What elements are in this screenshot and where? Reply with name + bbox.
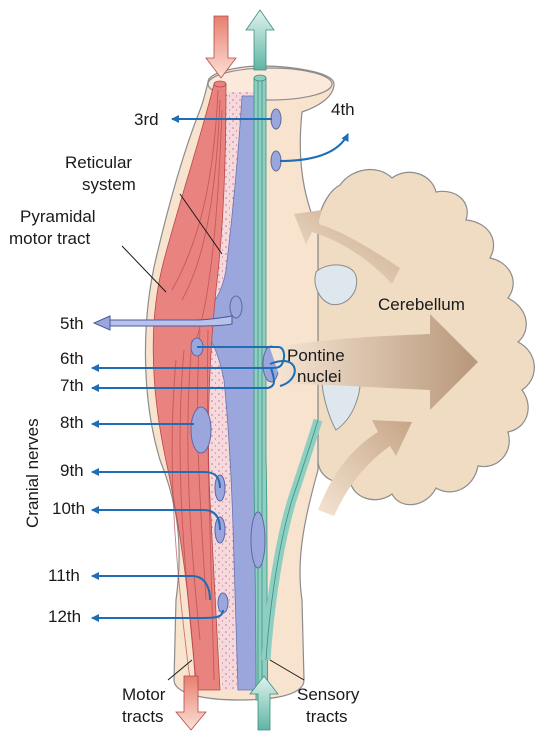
label-12th: 12th xyxy=(48,607,81,626)
label-3rd: 3rd xyxy=(134,110,159,129)
label-motor-line2: tracts xyxy=(122,707,164,726)
label-pyramidal-line1: Pyramidal xyxy=(20,207,96,226)
label-sensory-line2: tracts xyxy=(306,707,348,726)
nerve-5-arrowhead xyxy=(94,316,110,330)
label-10th: 10th xyxy=(52,499,85,518)
label-cerebellum: Cerebellum xyxy=(378,295,465,314)
label-4th: 4th xyxy=(331,100,355,119)
label-7th: 7th xyxy=(60,376,84,395)
label-6th: 6th xyxy=(60,349,84,368)
label-cranial-nerves: Cranial nerves xyxy=(23,418,42,528)
label-11th: 11th xyxy=(48,566,80,585)
sensory-tract-output-arrow xyxy=(246,10,274,70)
label-pontine-line2: nuclei xyxy=(297,367,341,386)
label-pyramidal-line2: motor tract xyxy=(9,229,91,248)
label-pontine-line1: Pontine xyxy=(287,346,345,365)
label-9th: 9th xyxy=(60,461,84,480)
label-reticular-line1: Reticular xyxy=(65,153,132,172)
label-motor-line1: Motor xyxy=(122,685,166,704)
label-reticular-line2: system xyxy=(82,175,136,194)
label-sensory-line1: Sensory xyxy=(297,685,360,704)
label-8th: 8th xyxy=(60,413,84,432)
label-5th: 5th xyxy=(60,314,84,333)
